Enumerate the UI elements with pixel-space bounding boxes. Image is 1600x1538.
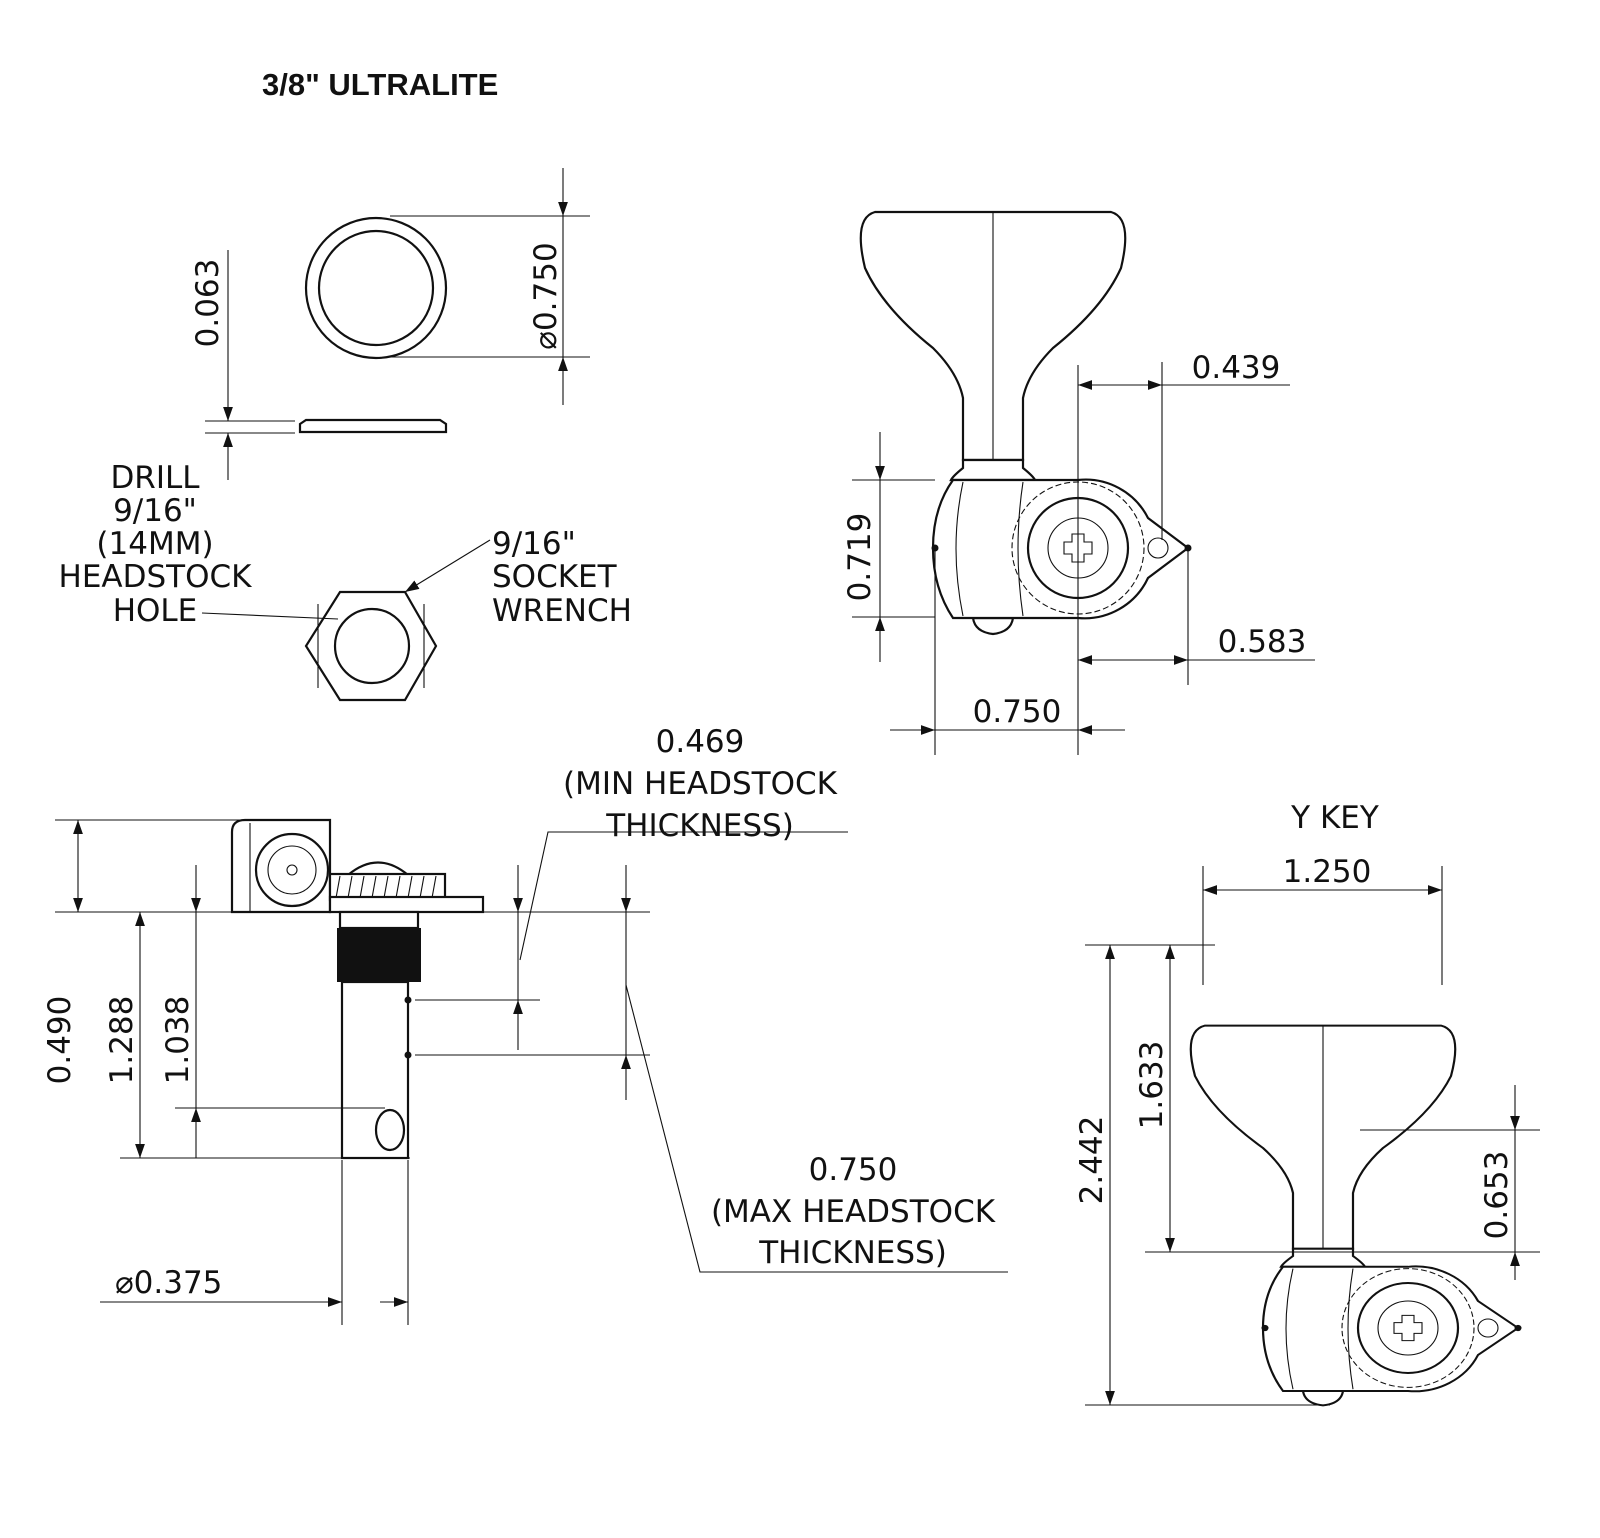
- dim-0-719: 0.719: [842, 513, 878, 602]
- max-thickness-note: 0.750: [809, 1152, 898, 1188]
- dim-1-038: 1.038: [160, 996, 196, 1085]
- y-key-view: Y KEY 1.250 2.442 1.633 0.653: [1074, 800, 1540, 1407]
- min-thickness-note: 0.469: [656, 724, 745, 760]
- max-thickness-note: (MAX HEADSTOCK: [711, 1194, 996, 1230]
- min-thickness-note: (MIN HEADSTOCK: [563, 766, 838, 802]
- drawing-title: 3/8" ULTRALITE: [262, 67, 498, 102]
- dim-1-250: 1.250: [1283, 854, 1372, 890]
- drill-note-line: 9/16": [113, 493, 197, 529]
- washer-thickness-dim: 0.063: [190, 259, 226, 348]
- socket-note-line: WRENCH: [492, 593, 632, 629]
- drill-note-line: HOLE: [113, 593, 198, 629]
- drill-note-line: HEADSTOCK: [59, 559, 253, 595]
- socket-note-line: SOCKET: [492, 559, 618, 595]
- dim-0-750-front: 0.750: [973, 694, 1062, 730]
- post-diameter-dim: ⌀0.375: [115, 1265, 222, 1301]
- front-view-tuner: 0.439 0.719 0.583 0.750: [842, 210, 1315, 755]
- dim-0-653: 0.653: [1479, 1151, 1515, 1240]
- min-thickness-note: THICKNESS): [605, 808, 794, 844]
- washer-side-view: 0.063: [190, 250, 448, 480]
- hex-nut-view: DRILL 9/16" (14MM) HEADSTOCK HOLE 9/16" …: [59, 460, 632, 702]
- dim-0-439: 0.439: [1192, 350, 1281, 386]
- max-thickness-note: THICKNESS): [758, 1235, 947, 1271]
- dim-0-490: 0.490: [42, 996, 78, 1085]
- socket-note-line: 9/16": [492, 526, 576, 562]
- dim-2-442: 2.442: [1074, 1116, 1110, 1205]
- drill-note-line: DRILL: [110, 460, 200, 496]
- washer-top-view: ⌀0.750: [304, 168, 590, 405]
- side-view-tuner: 0.490 1.288 1.038 0.469 (MIN HEADSTOCK T…: [42, 724, 1008, 1325]
- dim-1-633: 1.633: [1134, 1041, 1170, 1130]
- y-key-label: Y KEY: [1290, 800, 1379, 836]
- dim-1-288: 1.288: [104, 996, 140, 1085]
- dim-0-583: 0.583: [1218, 624, 1307, 660]
- drill-note-line: (14MM): [96, 526, 213, 562]
- washer-diameter-dim: ⌀0.750: [528, 242, 564, 349]
